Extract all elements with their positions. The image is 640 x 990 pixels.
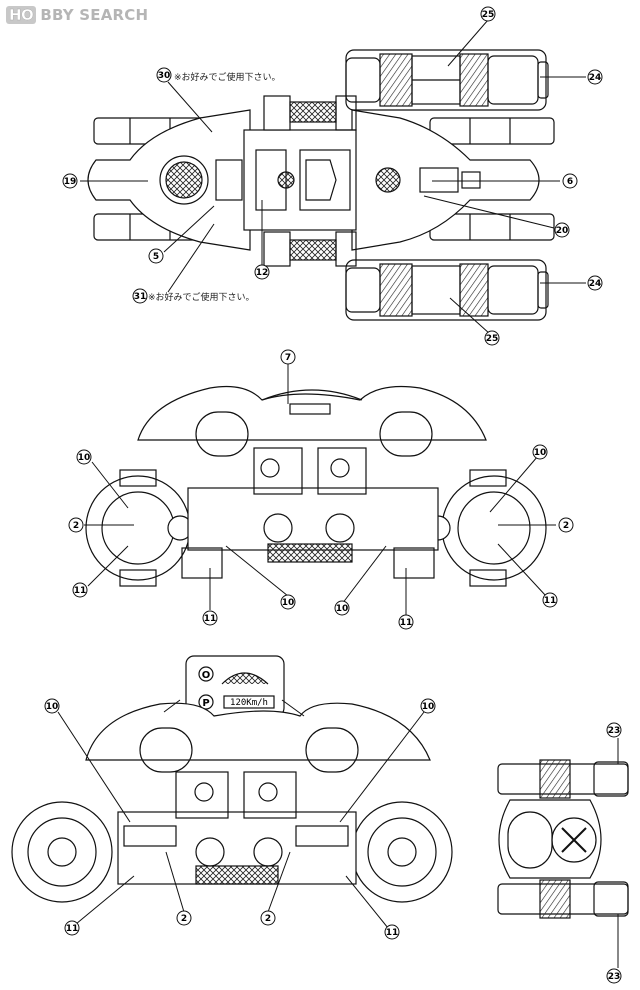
svg-text:10: 10 [78, 453, 91, 463]
callout-2-a: 2 [68, 517, 84, 533]
callouts: 25 24 30 19 6 5 12 20 31 24 25 7 10 10 2… [44, 6, 622, 984]
svg-text:5: 5 [153, 252, 159, 262]
svg-text:30: 30 [158, 71, 171, 81]
callout-10-b: 10 [532, 444, 548, 460]
speed-inset [185, 655, 285, 717]
svg-text:6: 6 [567, 177, 573, 187]
svg-text:11: 11 [66, 924, 79, 934]
callout-11-a: 11 [72, 582, 88, 598]
callout-10-f: 10 [420, 698, 436, 714]
svg-text:10: 10 [422, 702, 435, 712]
callout-10-e: 10 [44, 698, 60, 714]
callout-20: 20 [554, 222, 570, 238]
svg-text:11: 11 [74, 586, 87, 596]
callout-31: 31 [132, 288, 148, 304]
svg-text:25: 25 [482, 10, 495, 20]
callout-24-bottom: 24 [587, 275, 603, 291]
svg-text:2: 2 [73, 521, 79, 531]
front-view-2 [11, 702, 453, 903]
callout-23-top: 23 [606, 722, 622, 738]
inset-speed: 120Km/h [230, 698, 268, 708]
svg-text:24: 24 [589, 73, 602, 83]
svg-text:11: 11 [204, 614, 217, 624]
callout-10-d: 10 [334, 600, 350, 616]
inset-text: O P 120Km/h [202, 670, 268, 709]
callout-6: 6 [562, 173, 578, 189]
callout-11-f: 11 [384, 924, 400, 940]
hobby-search-logo: HO BBY SEARCH [6, 4, 148, 26]
svg-text:2: 2 [265, 914, 271, 924]
top-view [87, 49, 555, 321]
callout-2-d: 2 [260, 910, 276, 926]
callout-5: 5 [148, 248, 164, 264]
callout-2-c: 2 [176, 910, 192, 926]
side-view [497, 759, 629, 919]
svg-text:2: 2 [563, 521, 569, 531]
svg-text:25: 25 [486, 334, 499, 344]
svg-text:11: 11 [386, 928, 399, 938]
note-31: ※お好みでご使用下さい。 [148, 293, 255, 303]
callout-30: 30 [156, 67, 172, 83]
note-30: ※お好みでご使用下さい。 [174, 73, 281, 83]
callout-11-b: 11 [542, 592, 558, 608]
callout-11-c: 11 [202, 610, 218, 626]
logo-brand: BBY SEARCH [40, 6, 149, 24]
leader-lines [57, 19, 619, 968]
callout-11-e: 11 [64, 920, 80, 936]
svg-text:20: 20 [556, 226, 569, 236]
callout-10-a: 10 [76, 449, 92, 465]
svg-text:11: 11 [400, 618, 413, 628]
svg-text:31: 31 [134, 292, 147, 302]
svg-text:10: 10 [534, 448, 547, 458]
svg-text:11: 11 [544, 596, 557, 606]
svg-text:12: 12 [256, 268, 269, 278]
callout-25-top: 25 [480, 6, 496, 22]
svg-text:10: 10 [336, 604, 349, 614]
callout-19: 19 [62, 173, 78, 189]
callout-10-c: 10 [280, 594, 296, 610]
svg-text:24: 24 [589, 279, 602, 289]
inset-o-label: O [202, 670, 211, 681]
logo-prefix: HO [6, 6, 37, 24]
svg-text:19: 19 [64, 177, 77, 187]
svg-text:2: 2 [181, 914, 187, 924]
inset-p-label: P [202, 698, 209, 709]
svg-text:10: 10 [46, 702, 59, 712]
callout-25-bottom: 25 [484, 330, 500, 346]
svg-text:10: 10 [282, 598, 295, 608]
callout-2-b: 2 [558, 517, 574, 533]
svg-text:7: 7 [285, 353, 291, 363]
svg-text:23: 23 [608, 726, 621, 736]
front-view [85, 385, 547, 587]
callout-24-top: 24 [587, 69, 603, 85]
callout-23-bottom: 23 [606, 968, 622, 984]
callout-12: 12 [254, 264, 270, 280]
svg-text:23: 23 [608, 972, 621, 982]
callout-7: 7 [280, 349, 296, 365]
callout-11-d: 11 [398, 614, 414, 630]
